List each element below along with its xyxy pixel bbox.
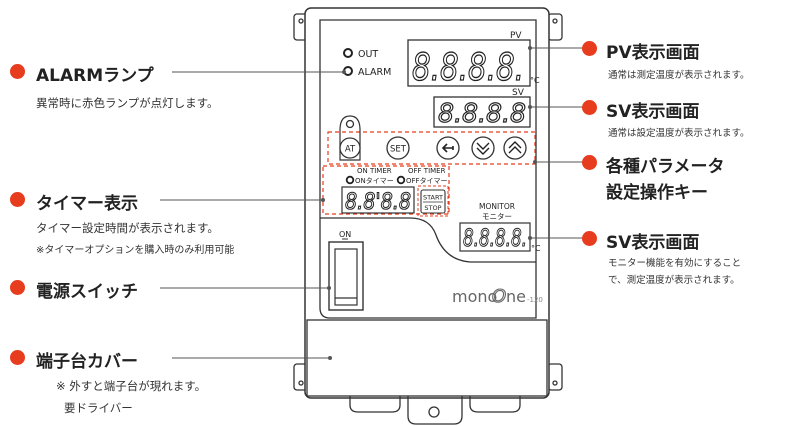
chevron-down-icon [476, 142, 490, 155]
start-label: START [423, 194, 443, 202]
pv-callout-title: PV表示画面 [606, 43, 700, 63]
at-button-label: AT [345, 145, 356, 155]
terminal-callout-title: 端子台カバー [36, 352, 138, 372]
sv-callout-title: SV表示画面 [606, 102, 700, 122]
monitor-jp-label: モニター [482, 212, 512, 221]
on-timer-label: ON TIMER [357, 167, 392, 175]
at-indicator [345, 119, 355, 129]
monitor-callout-title: SV表示画面 [606, 233, 700, 253]
timer-digits: 8.8'8.8 [345, 190, 411, 215]
start-stop-highlight [417, 185, 449, 217]
power-callout-title: 電源スイッチ [36, 282, 138, 302]
terminal-callout-note2: 要ドライバー [64, 401, 133, 415]
sv-display [433, 96, 531, 128]
set-button-label: SET [390, 145, 407, 155]
leader-endpoints [321, 46, 537, 360]
up-button[interactable] [503, 136, 527, 160]
timer-callout-dot [10, 192, 25, 207]
at-key-housing [339, 115, 361, 161]
back-arrow-icon [441, 143, 454, 153]
sv-callout-desc: 通常は設定温度が表示されます。 [608, 128, 750, 139]
keys-callout-dot [582, 155, 597, 170]
off-timer-jp-label: OFFタイマー [406, 176, 448, 185]
pv-display [407, 39, 531, 87]
alarm-callout-dot [10, 64, 25, 79]
timer-callout-note: ※タイマーオプションを購入時のみ利用可能 [36, 245, 235, 256]
alarm-lamp-label: ALARM [358, 67, 391, 78]
start-stop-button[interactable] [420, 189, 446, 214]
timer-callout-title: タイマー表示 [36, 194, 138, 214]
on-timer-lamp [345, 175, 355, 185]
panel-curve [320, 217, 536, 263]
pv-callout-desc: 通常は測定温度が表示されます。 [608, 70, 750, 81]
off-timer-lamp [396, 175, 406, 185]
brand-o-logo: O [492, 286, 506, 307]
keys-highlight [327, 131, 536, 165]
monitor-unit: °C [531, 244, 541, 253]
alarm-callout-desc: 異常時に赤色ランプが点灯します。 [36, 96, 219, 110]
down-button[interactable] [471, 136, 495, 160]
monitor-callout-dot [582, 231, 597, 246]
pv-digits: 8.8.8.8. [412, 46, 524, 89]
at-button[interactable] [339, 137, 361, 159]
model-number: -120 [527, 296, 543, 304]
power-callout-dot [10, 280, 25, 295]
keys-callout-title1: 各種パラメータ [606, 157, 725, 177]
brand-mono: mono [452, 287, 497, 306]
alarm-callout-title: ALARMランプ [36, 66, 154, 86]
pv-unit: °C [530, 76, 540, 85]
terminal-callout-note1: ※ 外すと端子台が現れます。 [56, 379, 207, 393]
stop-label: STOP [424, 204, 441, 212]
monitor-display [459, 222, 531, 252]
brand-ne: ne [506, 287, 526, 306]
set-button[interactable] [386, 136, 410, 160]
monitor-callout-desc2: で、測定温度が表示されます。 [608, 275, 740, 286]
out-lamp [343, 48, 353, 58]
timer-callout-desc: タイマー設定時間が表示されます。 [36, 221, 219, 235]
keys-callout-title2: 設定操作キー [606, 183, 708, 203]
monitor-callout-desc1: モニター機能を有効にすること [608, 258, 742, 269]
pv-callout-dot [582, 41, 597, 56]
sv-callout-dot [582, 100, 597, 115]
monitor-digits: 8.8.8.8. [463, 224, 527, 252]
monitor-en-label: MONITOR [479, 202, 515, 211]
on-timer-jp-label: ONタイマー [355, 176, 394, 185]
terminal-callout-dot [10, 350, 25, 365]
switch-on-label: ON [339, 230, 351, 239]
timer-highlight [322, 165, 450, 215]
sv-tag: SV [512, 88, 525, 98]
out-lamp-label: OUT [358, 49, 378, 60]
off-timer-label: OFF TIMER [408, 167, 446, 175]
power-switch-rocker [334, 248, 358, 306]
chevron-up-icon [508, 141, 522, 154]
timer-display [341, 186, 415, 214]
sv-digits: 8.8.8.8 [438, 99, 526, 129]
leader-lines [160, 47, 583, 359]
pv-tag: PV [510, 31, 522, 41]
terminal-cover [306, 319, 548, 397]
cable-glands [349, 396, 521, 425]
